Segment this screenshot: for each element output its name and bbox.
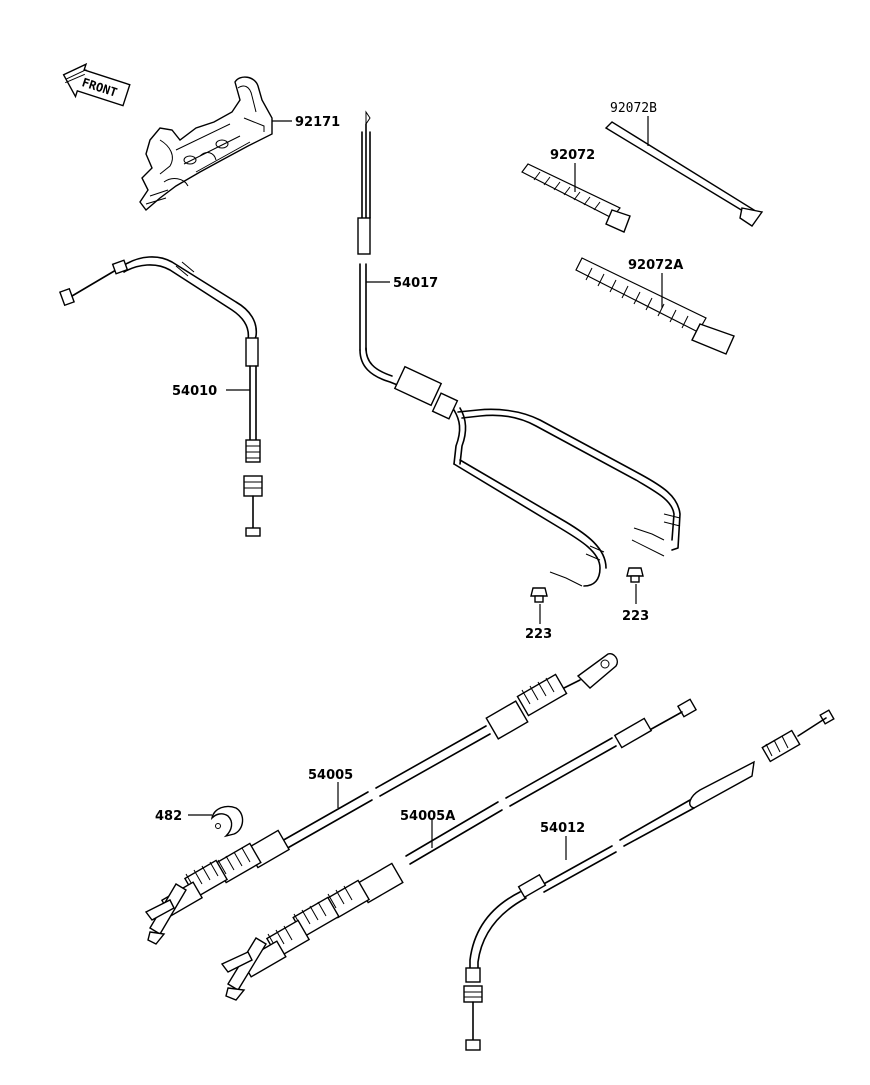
part-label-223-right: 223	[622, 609, 649, 624]
cable-tie-92072B	[604, 121, 764, 227]
part-label-54010: 54010	[172, 384, 217, 399]
cable-54012	[463, 709, 835, 1051]
part-label-223-left: 223	[525, 627, 552, 642]
part-label-54005: 54005	[308, 768, 353, 783]
part-label-92072: 92072	[550, 148, 595, 163]
part-label-54012: 54012	[540, 821, 585, 836]
cable-54017	[357, 110, 681, 587]
clip-482	[210, 805, 244, 838]
clamp-bracket-92171	[139, 76, 273, 212]
part-label-482: 482	[155, 809, 182, 824]
screw-223-right	[626, 567, 644, 583]
cable-tie-92072	[521, 163, 631, 233]
part-label-54017: 54017	[393, 276, 438, 291]
part-label-92072B: 92072B	[610, 101, 657, 116]
part-label-92171: 92171	[295, 115, 340, 130]
cable-54010	[59, 256, 263, 537]
front-direction-arrow: FRONT	[62, 62, 131, 107]
cable-tie-92072A	[575, 257, 735, 355]
screw-223-left	[530, 587, 548, 603]
part-label-92072A: 92072A	[628, 258, 683, 273]
cable-54005A	[220, 698, 698, 1001]
part-label-54005A: 54005A	[400, 809, 455, 824]
cable-54005	[144, 653, 618, 945]
